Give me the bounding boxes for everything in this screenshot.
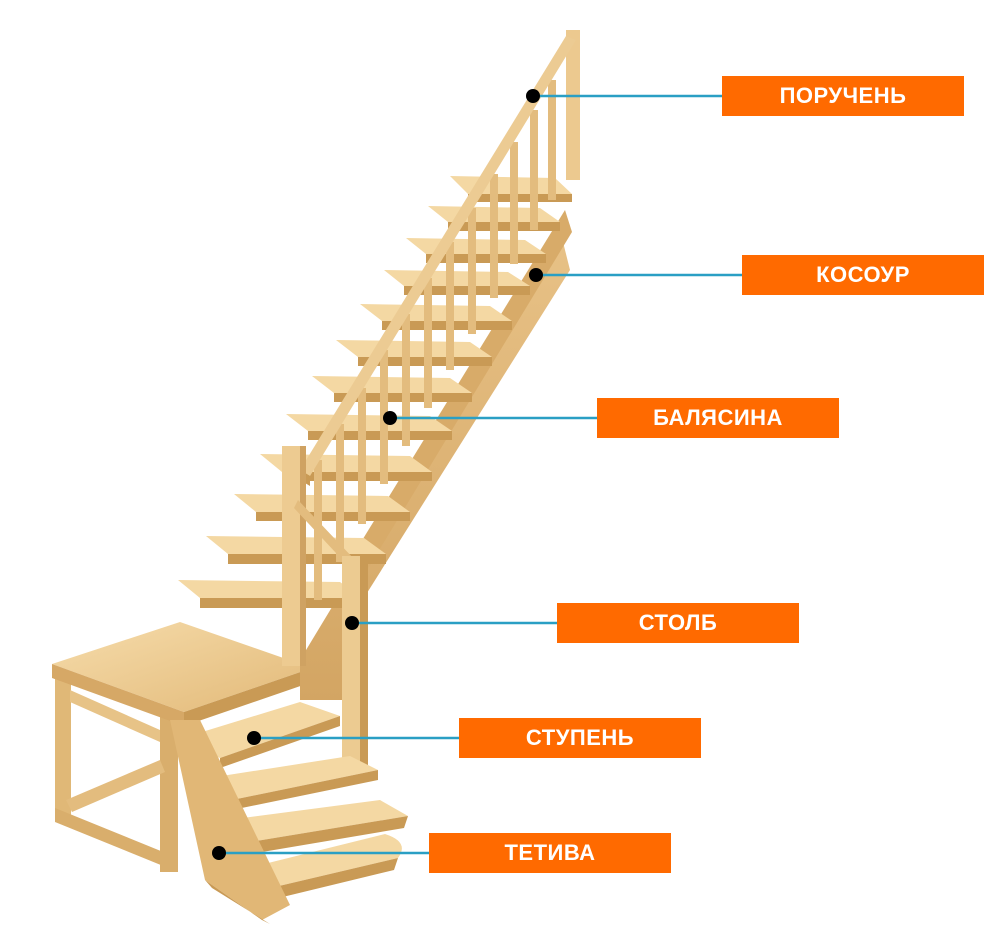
stringer-marker <box>529 268 543 282</box>
leader-lines <box>219 94 742 855</box>
handrail-label: ПОРУЧЕНЬ <box>722 76 964 116</box>
handrail-assembly <box>282 30 580 766</box>
landing-platform <box>52 622 312 872</box>
step-label: СТУПЕНЬ <box>459 718 701 758</box>
side-stringer-marker <box>212 846 226 860</box>
lower-winder-steps <box>170 702 408 924</box>
side-stringer-label: ТЕТИВА <box>429 833 671 873</box>
step-marker <box>247 731 261 745</box>
baluster-marker <box>383 411 397 425</box>
baluster-label: БАЛЯСИНА <box>597 398 839 438</box>
handrail-marker <box>526 89 540 103</box>
post-marker <box>345 616 359 630</box>
post-label: СТОЛБ <box>557 603 799 643</box>
callout-markers <box>212 89 543 860</box>
stringer-label: КОСОУР <box>742 255 984 295</box>
